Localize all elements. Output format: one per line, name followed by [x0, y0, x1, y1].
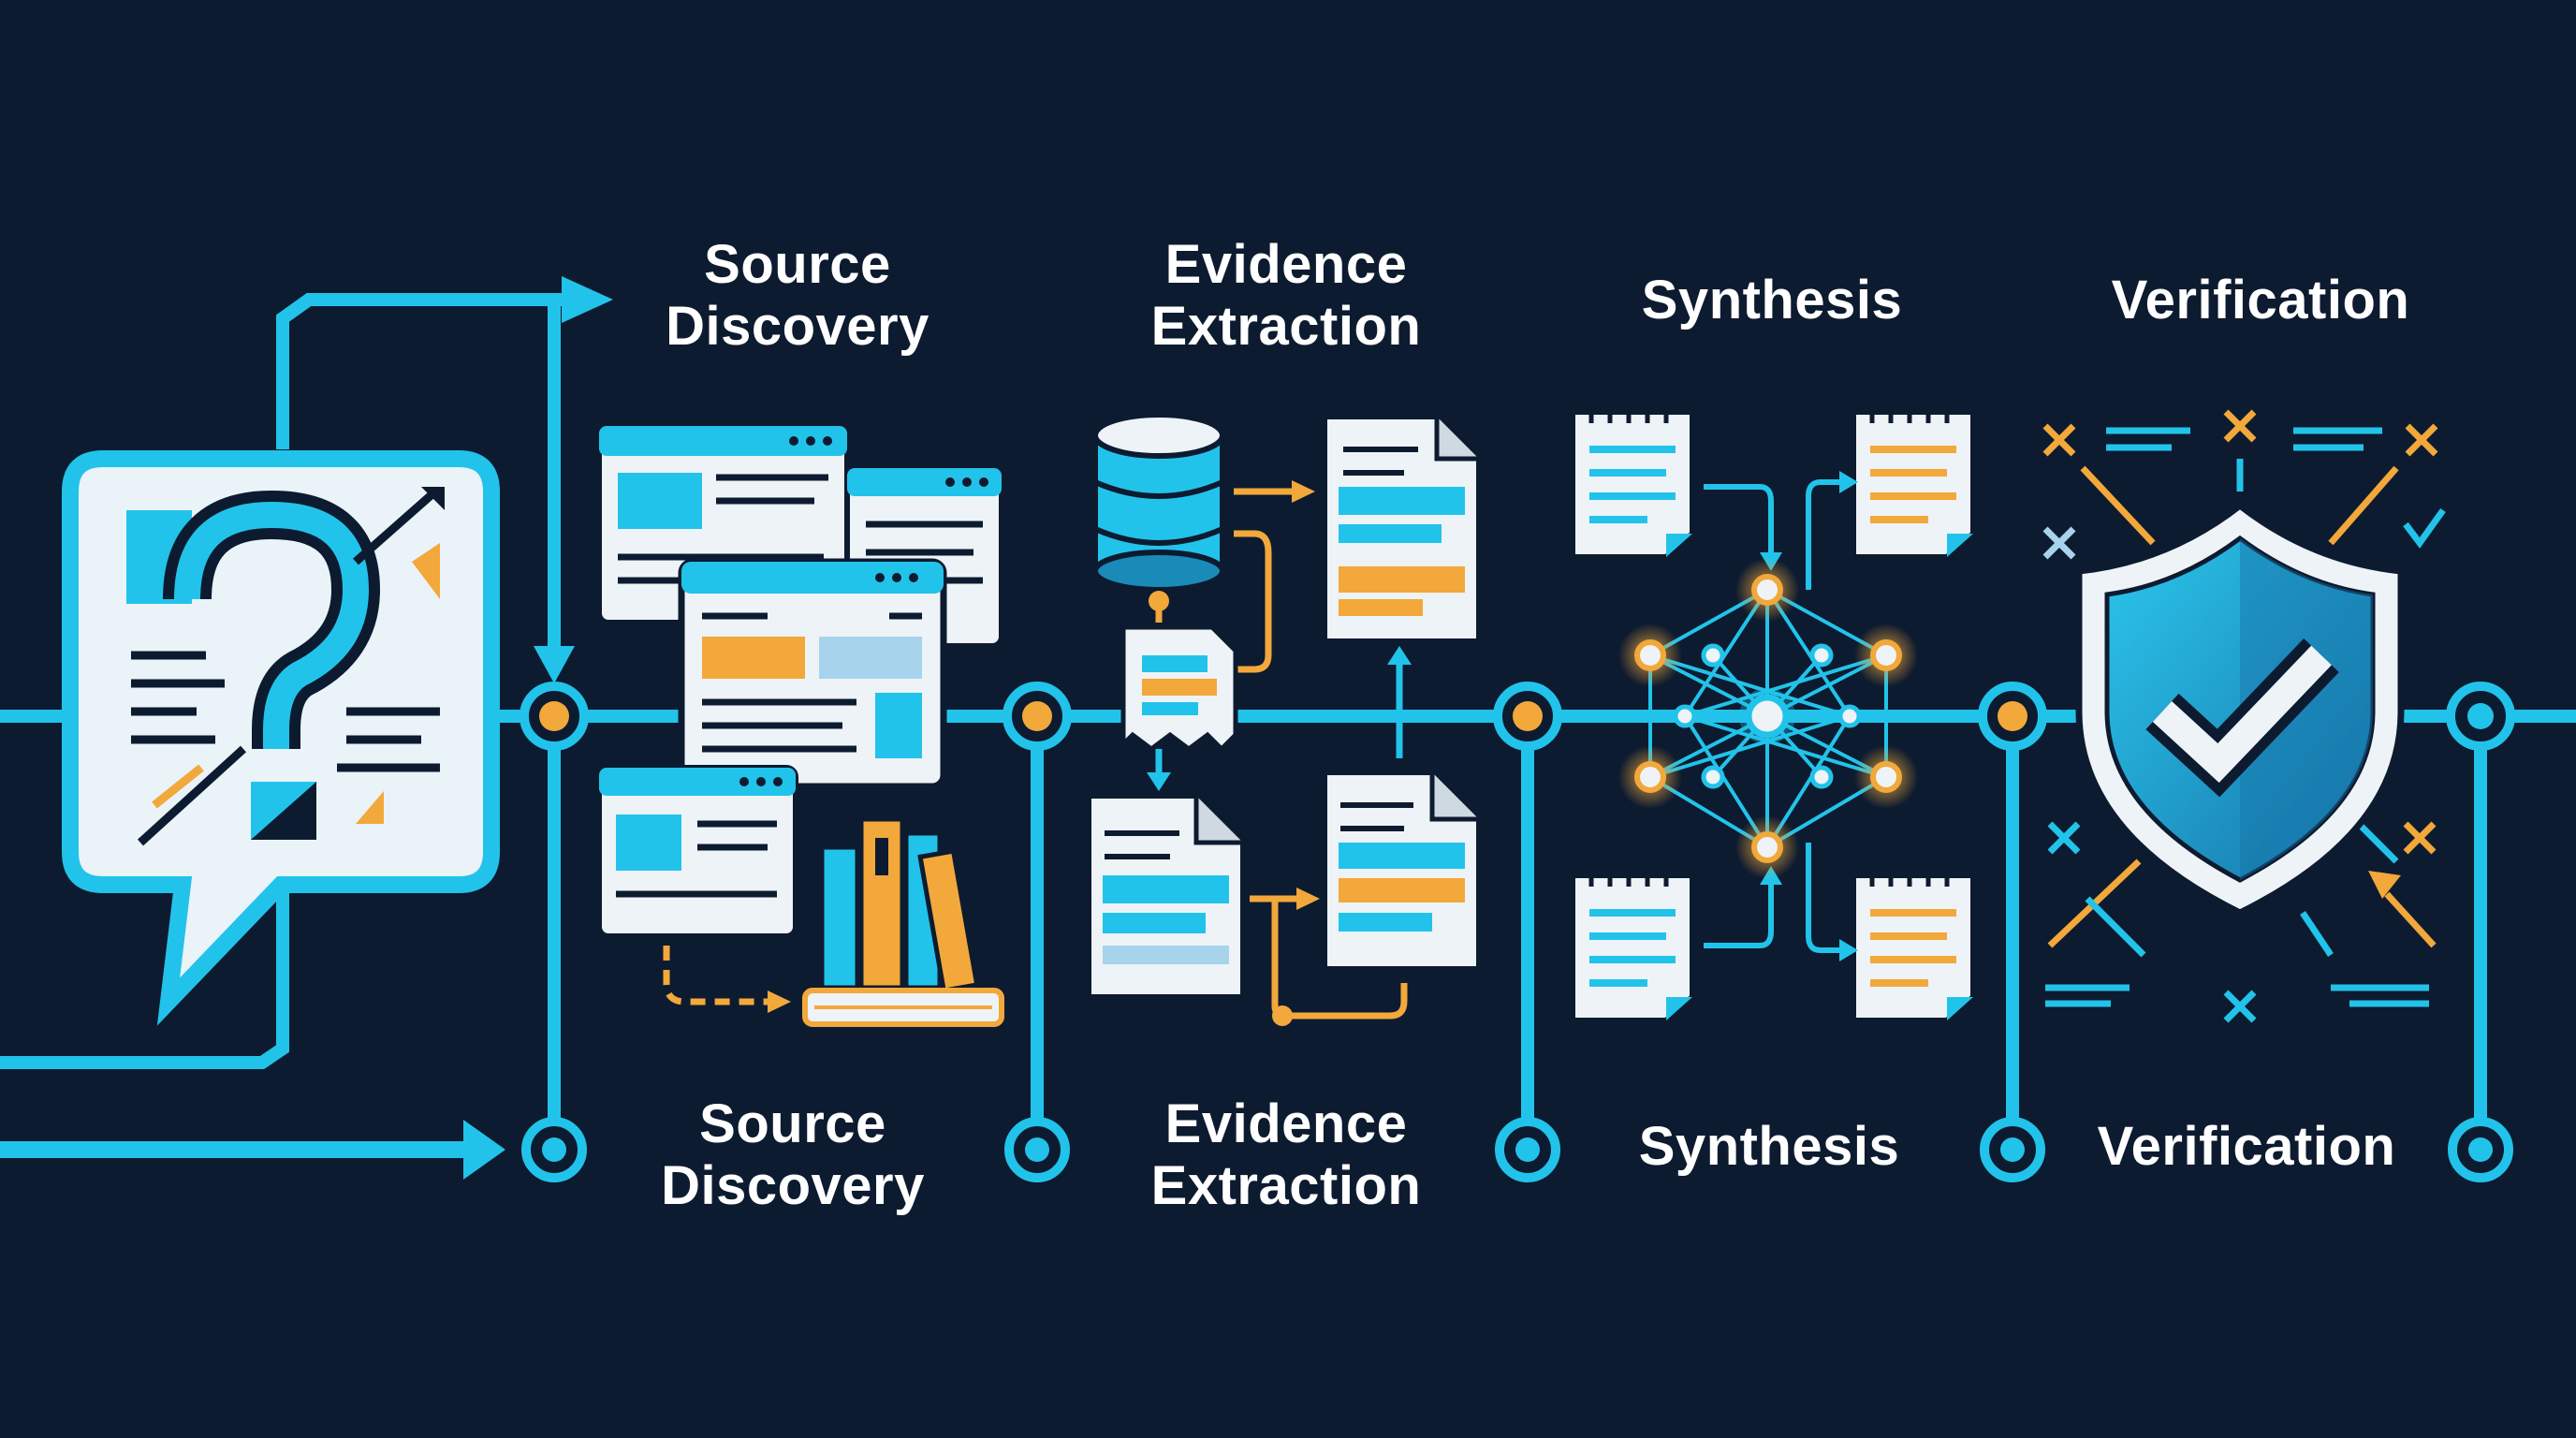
label-bottom-verification: Verification — [2098, 1116, 2396, 1178]
label-top-verification: Verification — [2112, 270, 2410, 331]
label-line: Verification — [2111, 270, 2410, 330]
node-synthesis-top — [1493, 682, 1562, 751]
node-verification-top — [1978, 682, 2047, 751]
label-top-synthesis: Synthesis — [1642, 270, 1903, 331]
node-end-top — [2446, 682, 2515, 751]
label-top-source-discovery: Source Discovery — [666, 234, 929, 358]
database-icon — [1092, 412, 1225, 593]
question-chat-icon — [62, 450, 500, 1026]
notepad-bottom-left — [1570, 864, 1695, 1023]
label-line: Synthesis — [1641, 270, 1903, 330]
label-line: Synthesis — [1638, 1116, 1900, 1177]
browser-windows-icon — [596, 423, 1004, 1027]
bottom-nodes — [521, 1117, 2513, 1182]
label-line: Discovery — [661, 1155, 925, 1216]
document-icon-3 — [1322, 770, 1482, 972]
label-line: Evidence — [1164, 234, 1408, 295]
database-documents-icon — [1086, 412, 1482, 1026]
label-bottom-synthesis: Synthesis — [1639, 1116, 1900, 1178]
node-discovery-bottom — [521, 1117, 587, 1182]
node-synthesis-bottom — [1495, 1117, 1560, 1182]
label-line: Extraction — [1150, 296, 1422, 357]
document-icon-1 — [1322, 414, 1482, 644]
node-verification-bottom — [1980, 1117, 2045, 1182]
node-extraction-bottom — [1004, 1117, 1070, 1182]
label-bottom-source-discovery: Source Discovery — [661, 1093, 925, 1217]
node-extraction-top — [1003, 682, 1072, 751]
network-graph-icon — [1570, 401, 1976, 1023]
arrowheads — [463, 276, 613, 1180]
books-icon — [802, 816, 1004, 1027]
label-line: Discovery — [666, 296, 929, 357]
note-icon — [1120, 624, 1238, 753]
label-bottom-evidence-extraction: Evidence Extraction — [1151, 1093, 1422, 1217]
label-line: Source — [704, 234, 891, 295]
label-line: Evidence — [1164, 1093, 1408, 1154]
node-discovery-top — [520, 682, 589, 751]
label-line: Verification — [2097, 1116, 2396, 1177]
notepad-bottom-right — [1851, 864, 1976, 1023]
node-end-bottom — [2448, 1117, 2513, 1182]
shield-check-icon — [2042, 409, 2446, 1023]
notepad-top-right — [1851, 401, 1976, 560]
notepad-top-left — [1570, 401, 1695, 560]
label-line: Extraction — [1150, 1155, 1422, 1216]
document-icon-2 — [1086, 793, 1246, 1000]
label-top-evidence-extraction: Evidence Extraction — [1151, 234, 1422, 358]
top-nodes — [520, 682, 2515, 751]
label-line: Source — [699, 1093, 886, 1154]
